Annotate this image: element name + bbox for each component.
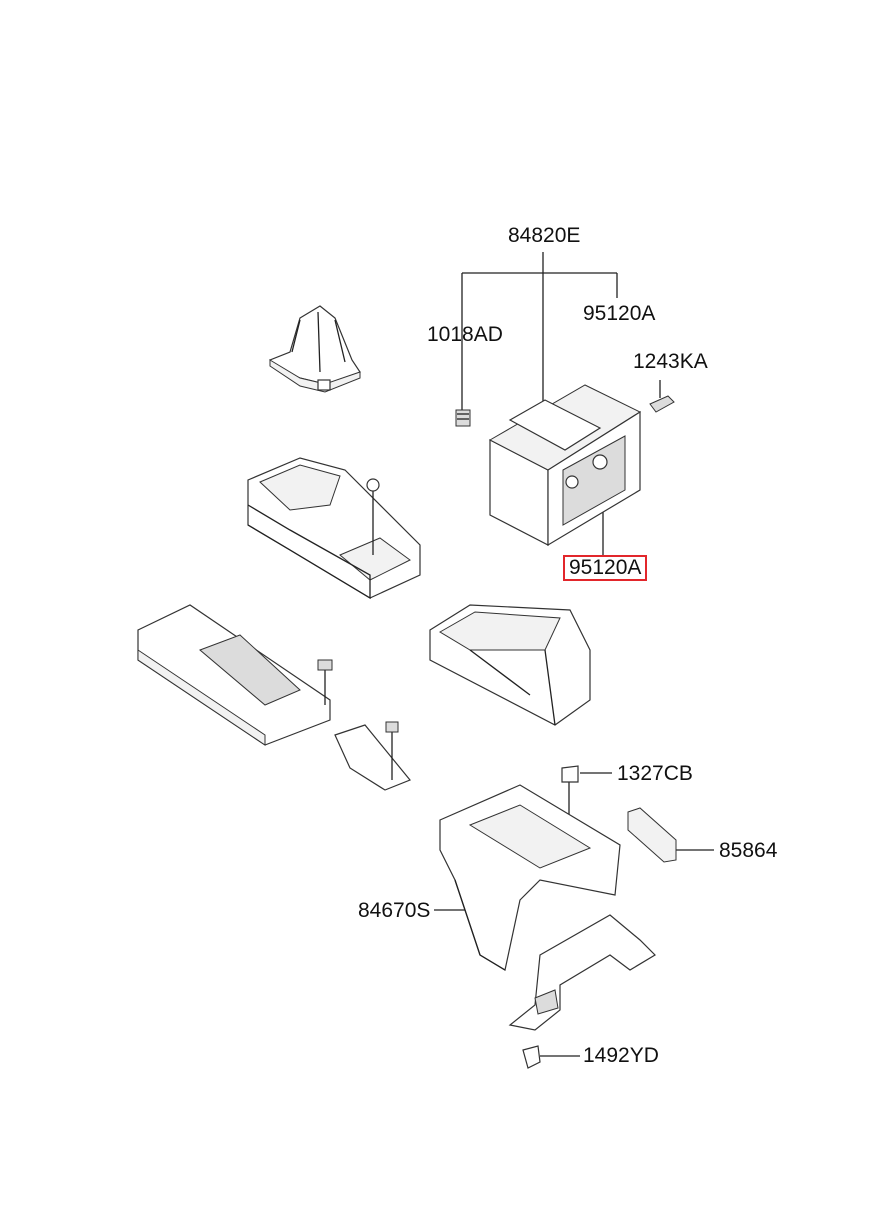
part-label-1492YD[interactable]: 1492YD xyxy=(583,1044,659,1067)
left-bracket-part xyxy=(137,604,333,746)
part-label-84820E[interactable]: 84820E xyxy=(508,224,581,247)
part-label-84670S[interactable]: 84670S xyxy=(358,899,431,922)
part-label-1018AD[interactable]: 1018AD xyxy=(427,323,503,346)
rear-cover-part xyxy=(429,604,591,726)
part-label-1243KA[interactable]: 1243KA xyxy=(633,350,708,373)
lower-bracket-part xyxy=(508,914,656,1031)
small-bracket-part xyxy=(334,721,411,791)
shift-boot-part xyxy=(269,305,361,393)
screw-1327CB xyxy=(561,765,579,783)
part-label-85864[interactable]: 85864 xyxy=(719,839,778,862)
part-label-95120A-top[interactable]: 95120A xyxy=(583,302,656,325)
part-label-95120A-selected[interactable]: 95120A xyxy=(563,555,648,581)
pad-85864 xyxy=(627,807,677,863)
clip-1492YD xyxy=(522,1045,541,1069)
bolt-1243KA xyxy=(649,395,675,413)
main-bracket-84670S xyxy=(439,784,621,971)
part-label-1327CB[interactable]: 1327CB xyxy=(617,762,693,785)
console-housing-84820E xyxy=(488,384,642,547)
center-console-part xyxy=(247,457,421,600)
bolt-1018AD xyxy=(455,409,471,427)
